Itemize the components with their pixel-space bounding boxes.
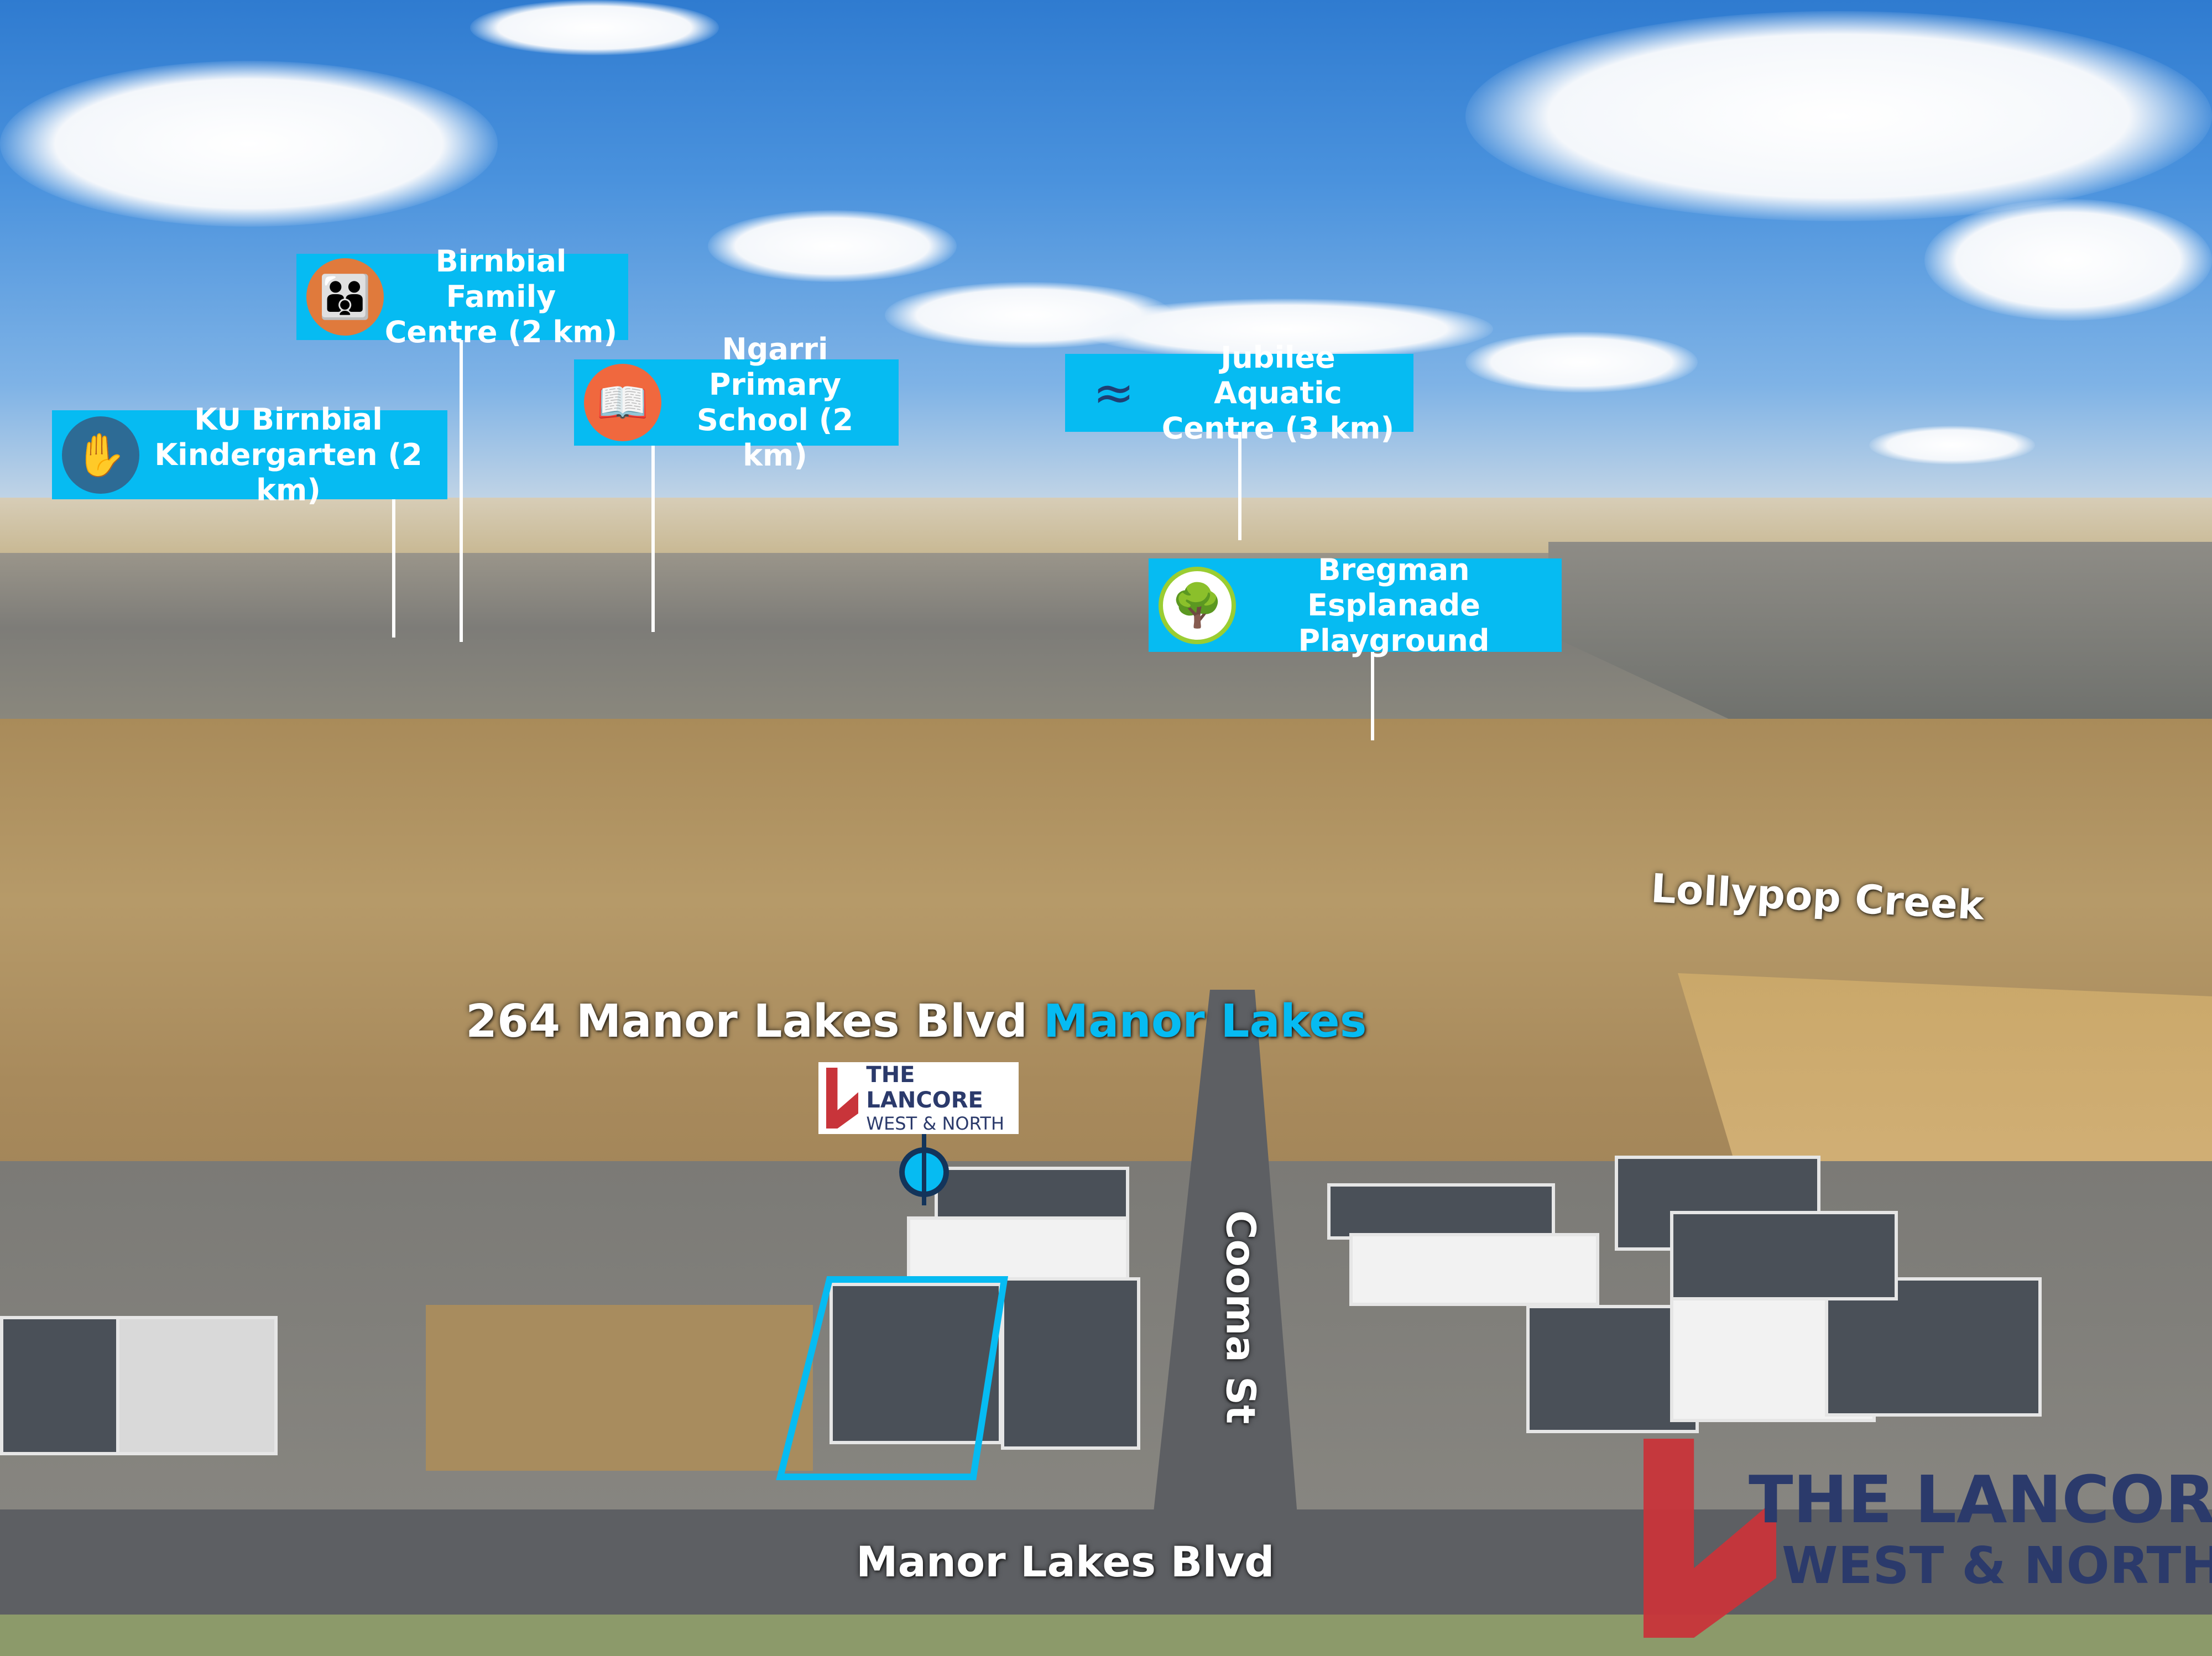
house — [1670, 1211, 1898, 1300]
house — [1825, 1277, 2042, 1417]
cloud — [470, 0, 719, 55]
callout-line1: Bregman Esplanade — [1307, 552, 1480, 623]
cloud — [1465, 332, 1698, 393]
lancore-chevron-icon — [826, 1068, 859, 1129]
callout-stem — [392, 499, 395, 638]
house — [1349, 1233, 1599, 1306]
cloud — [1465, 11, 2212, 221]
lancore-logo-small: THE LANCORE WEST & NORTH — [818, 1062, 1019, 1134]
manor-lakes-blvd-label: Manor Lakes Blvd — [856, 1537, 1275, 1586]
callout-line1: Birnbial Family — [435, 244, 567, 314]
callout-line1: Ngarri Primary — [708, 332, 842, 402]
callout-line2: Centre (2 km) — [384, 315, 618, 349]
house — [830, 1283, 1002, 1444]
house — [116, 1316, 278, 1455]
callout-line1: Jubilee Aquatic — [1214, 339, 1342, 410]
house — [1001, 1277, 1140, 1450]
address-label: 264 Manor Lakes Blvd Manor Lakes — [466, 995, 1367, 1048]
manor-lakes-blvd-road — [0, 1509, 2212, 1615]
callout-stem — [460, 340, 463, 642]
open-book-icon: 📖 — [584, 364, 661, 441]
callout-stem — [651, 446, 655, 632]
brand-sub: WEST & NORTH — [1782, 1536, 2212, 1595]
cloud — [1078, 299, 1493, 359]
vacant-lot — [426, 1305, 813, 1471]
lancore-logo-large: THE LANCORE WEST & NORTH — [1644, 1439, 2212, 1638]
address-suburb: Manor Lakes — [1043, 995, 1367, 1048]
swimmer-icon: ≈ — [1093, 364, 1135, 422]
cloud — [1869, 426, 2035, 464]
cloud — [0, 61, 498, 227]
cooma-st-label: Cooma St — [1217, 1210, 1264, 1424]
callout-line2: Kindergarten (2 km) — [154, 437, 422, 508]
cloud — [1924, 199, 2212, 321]
house — [935, 1167, 1129, 1223]
brand-sub: WEST & NORTH — [866, 1113, 1005, 1134]
park-bench-tree-icon: 🌳 — [1159, 566, 1236, 644]
callout-line1: KU Birnbial — [194, 401, 383, 437]
property-boundary — [776, 1276, 1009, 1480]
brand-name: THE LANCORE — [1749, 1461, 2212, 1538]
nature-strip — [0, 1615, 2212, 1656]
callout-stem — [1238, 432, 1241, 540]
brand-name: THE LANCORE — [866, 1062, 983, 1113]
address-street: 264 Manor Lakes Blvd — [466, 995, 1027, 1048]
callout-line2: School (2 km) — [696, 403, 854, 473]
hands-child-icon: ✋ — [62, 416, 139, 494]
callout-line2: Playground — [1298, 623, 1490, 658]
callout-line2: Centre (3 km) — [1161, 410, 1395, 446]
cloud — [708, 210, 957, 282]
callout-stem — [1371, 652, 1374, 740]
family-group-icon: 👪 — [306, 258, 384, 336]
